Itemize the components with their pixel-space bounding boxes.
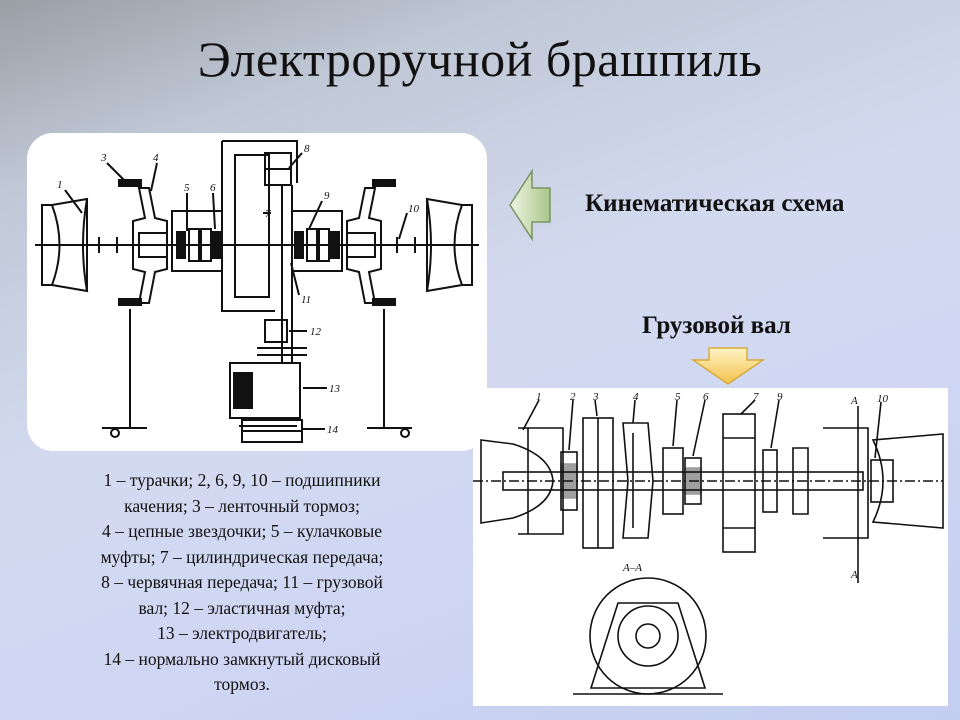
caption-line: вал; 12 – эластичная муфта; <box>138 597 346 618</box>
svg-text:4: 4 <box>633 391 639 403</box>
svg-text:10: 10 <box>408 203 420 215</box>
svg-text:13: 13 <box>329 383 341 395</box>
svg-text:4: 4 <box>153 152 159 164</box>
svg-text:11: 11 <box>301 294 311 306</box>
svg-text:6: 6 <box>703 391 709 403</box>
svg-text:8: 8 <box>304 143 310 155</box>
caption-line: 8 – червячная передача; 11 – грузовой <box>101 572 383 592</box>
svg-text:3: 3 <box>592 391 599 403</box>
svg-text:5: 5 <box>184 182 190 194</box>
svg-text:3: 3 <box>100 152 107 164</box>
svg-text:12: 12 <box>310 326 322 338</box>
caption-line: 14 – нормально замкнутый дисковый <box>103 648 381 669</box>
svg-text:6: 6 <box>210 182 216 194</box>
legend-caption: 1 – турачки; 2, 6, 9, 10 – подшипники ка… <box>32 468 452 698</box>
svg-text:10: 10 <box>877 393 889 405</box>
svg-text:9: 9 <box>324 190 330 202</box>
caption-line: 4 – цепные звездочки; 5 – кулачковые <box>101 521 382 541</box>
svg-text:14: 14 <box>327 424 339 436</box>
kinematic-diagram: 1 3 4 5 6 7 8 9 10 11 12 13 14 <box>35 140 479 443</box>
svg-text:1: 1 <box>57 179 63 191</box>
kinematic-diagram-panel: 1 3 4 5 6 7 8 9 10 11 12 13 14 <box>27 133 487 451</box>
caption-line: качения; 3 – ленточный тормоз; <box>124 495 360 516</box>
svg-text:А: А <box>850 569 858 581</box>
caption-line: тормоз. <box>214 674 270 694</box>
svg-text:2: 2 <box>570 391 576 403</box>
svg-text:7: 7 <box>265 208 271 220</box>
svg-text:5: 5 <box>675 391 681 403</box>
kinematic-scheme-label: Кинематическая схема <box>585 190 845 217</box>
svg-text:7: 7 <box>753 391 759 403</box>
cargo-shaft-drawing-panel: 1 2 3 4 5 6 7 9 10 А–А А А <box>473 388 948 706</box>
cargo-shaft-drawing: 1 2 3 4 5 6 7 9 10 А–А А А <box>473 391 944 695</box>
caption-line: 1 – турачки; 2, 6, 9, 10 – подшипники <box>103 470 381 490</box>
slide-title: Электроручной брашпиль <box>197 31 763 87</box>
cargo-shaft-label: Грузовой вал <box>642 312 791 339</box>
svg-text:9: 9 <box>777 391 783 403</box>
arrow-down-icon <box>691 347 765 385</box>
caption-line: муфты; 7 – цилиндрическая передача; <box>100 546 384 567</box>
svg-text:1: 1 <box>536 391 542 403</box>
svg-text:А: А <box>850 395 858 407</box>
arrow-left-icon <box>509 168 551 242</box>
caption-line: 13 – электродвигатель; <box>157 623 327 643</box>
svg-text:А–А: А–А <box>622 562 642 574</box>
